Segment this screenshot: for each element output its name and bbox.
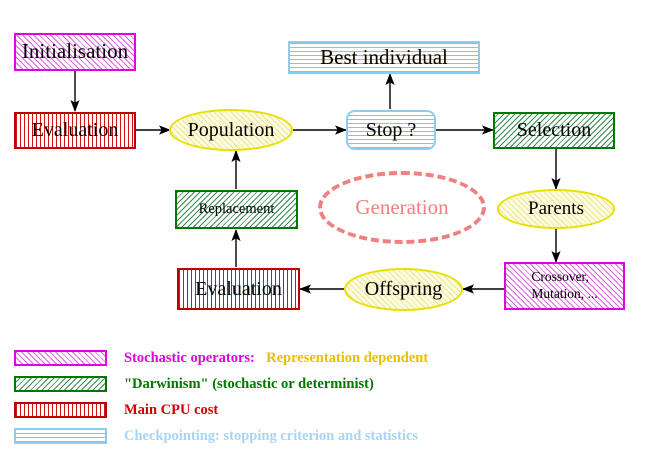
legend-swatch-darwinism	[14, 376, 107, 392]
node-selection-label: Selection	[516, 119, 592, 142]
node-best-individual[interactable]: Best individual	[288, 41, 480, 74]
node-selection[interactable]: Selection	[493, 112, 615, 149]
node-evaluation-bottom-label: Evaluation	[195, 277, 282, 300]
node-parents-label: Parents	[528, 198, 584, 220]
legend-label-cpu: Main CPU cost	[124, 401, 219, 418]
node-replacement-label: Replacement	[198, 201, 275, 218]
node-offspring-label: Offspring	[364, 278, 443, 301]
node-population-label: Population	[187, 118, 275, 141]
legend-label-darwinism: "Darwinism" (stochastic or determinist)	[124, 375, 374, 392]
legend-row-stochastic: Stochastic operators: Representation dep…	[0, 346, 670, 370]
legend-swatch-stochastic	[14, 350, 107, 366]
node-generation: Generation	[318, 171, 486, 244]
node-population[interactable]: Population	[169, 109, 293, 151]
node-parents[interactable]: Parents	[497, 189, 615, 229]
node-crossover-mutation-label: Crossover, Mutation, ...	[531, 269, 598, 301]
legend-row-checkpointing: Checkpointing: stopping criterion and st…	[0, 424, 670, 448]
node-evaluation-top[interactable]: Evaluation	[14, 112, 136, 149]
node-stop[interactable]: Stop ?	[346, 110, 436, 150]
node-replacement[interactable]: Replacement	[175, 190, 298, 229]
legend-swatch-cpu	[14, 402, 107, 418]
node-evaluation-bottom[interactable]: Evaluation	[177, 268, 300, 310]
legend-label-representation: Representation dependent	[258, 349, 429, 366]
node-initialisation[interactable]: Initialisation	[14, 33, 136, 71]
node-crossover-mutation[interactable]: Crossover, Mutation, ...	[504, 262, 625, 310]
node-initialisation-label: Initialisation	[21, 39, 129, 64]
legend-row-cpu: Main CPU cost	[0, 398, 670, 422]
legend-swatch-checkpointing	[14, 428, 107, 444]
node-offspring[interactable]: Offspring	[344, 268, 463, 311]
legend: Stochastic operators: Representation dep…	[0, 340, 670, 465]
legend-label-checkpointing: Checkpointing: stopping criterion and st…	[124, 427, 419, 444]
legend-row-darwinism: "Darwinism" (stochastic or determinist)	[0, 372, 670, 396]
node-stop-label: Stop ?	[365, 118, 417, 141]
node-generation-label: Generation	[355, 194, 449, 219]
legend-label-stochastic: Stochastic operators:	[124, 349, 255, 366]
node-best-individual-label: Best individual	[320, 44, 448, 69]
node-evaluation-top-label: Evaluation	[31, 119, 119, 142]
